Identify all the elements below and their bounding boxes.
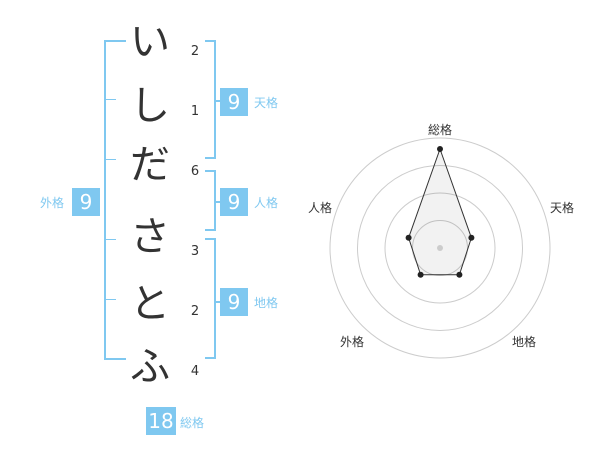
tenkaku-label: 天格 xyxy=(254,96,279,110)
radar-point-1 xyxy=(468,234,475,241)
jinkaku-label: 人格 xyxy=(254,196,279,210)
radar-point-3 xyxy=(417,271,424,278)
name-char-5: と xyxy=(130,281,170,327)
radar-axis-label-3: 外格 xyxy=(340,334,364,349)
soukaku-value: 18 xyxy=(146,407,176,435)
radar-center-dot xyxy=(437,245,443,251)
radar-point-4 xyxy=(405,234,412,241)
soukaku-label: 総格 xyxy=(180,416,205,430)
chikaku-value: 9 xyxy=(220,288,248,316)
stroke-count-3: 6 xyxy=(190,164,200,179)
radar-ring-1 xyxy=(412,220,468,276)
name-char-1: い xyxy=(130,19,170,65)
radar-ring-3 xyxy=(357,165,523,331)
radar-axis-label-0: 総格 xyxy=(428,122,452,137)
stroke-count-1: 2 xyxy=(190,44,200,59)
radar-axis-label-4: 人格 xyxy=(308,200,332,215)
radar-axis-label-1: 天格 xyxy=(550,200,574,215)
gaikaku-label: 外格 xyxy=(40,196,65,210)
stroke-count-4: 3 xyxy=(190,244,200,259)
radar-ring-4 xyxy=(329,137,551,359)
tenkaku-value: 9 xyxy=(220,88,248,116)
name-char-6: ふ xyxy=(130,344,170,390)
name-char-2: し xyxy=(130,83,170,129)
radar-chart: 総格 天格 地格 外格 人格 xyxy=(308,122,574,359)
radar-ring-2 xyxy=(384,192,496,304)
name-char-4: さ xyxy=(130,214,170,260)
gaikaku-value: 9 xyxy=(72,188,100,216)
radar-series-polygon xyxy=(408,147,472,276)
stroke-count-6: 4 xyxy=(190,364,200,379)
name-char-3: だ xyxy=(130,142,170,188)
chikaku-label: 地格 xyxy=(254,296,279,310)
stroke-count-2: 1 xyxy=(190,104,200,119)
radar-axis-label-2: 地格 xyxy=(512,334,536,349)
radar-point-2 xyxy=(456,271,463,278)
radar-point-0 xyxy=(437,146,443,152)
stroke-count-5: 2 xyxy=(190,304,200,319)
jinkaku-value: 9 xyxy=(220,188,248,216)
